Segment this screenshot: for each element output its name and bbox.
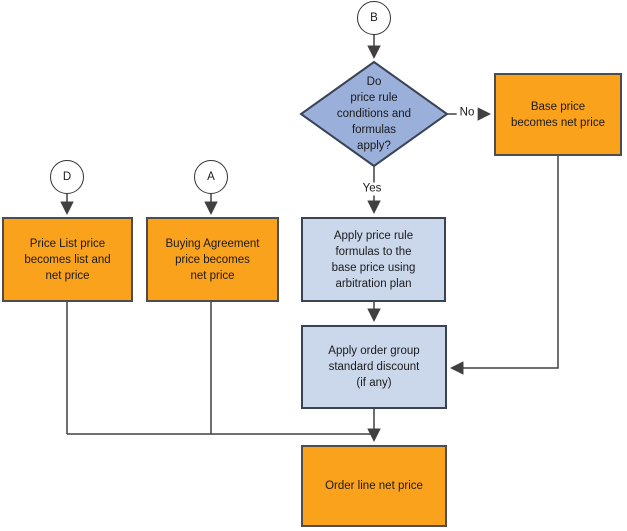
- connector-circle-a-label: A: [207, 171, 215, 183]
- node-apply-discount: Apply order group standard discount (if …: [301, 325, 447, 409]
- node-apply-formulas-line: arbitration plan: [335, 277, 412, 290]
- decision-line: apply?: [357, 140, 391, 152]
- node-buying-agreement-line: net price: [190, 269, 235, 282]
- decision-line: conditions and: [336, 108, 412, 120]
- node-apply-formulas-line: base price using: [331, 261, 416, 274]
- node-apply-discount-line: Apply order group: [328, 345, 420, 357]
- node-apply-formulas-line: Apply price rule: [333, 229, 414, 242]
- node-decision-label: Do price rule conditions and formulas ap…: [304, 74, 444, 154]
- node-base-price-line: becomes net price: [511, 116, 605, 129]
- node-price-list: Price List price becomes list and net pr…: [2, 217, 133, 302]
- connector-circle-d: D: [50, 160, 84, 194]
- node-apply-discount-line: standard discount: [328, 361, 420, 373]
- connector-circle-b: B: [357, 1, 391, 35]
- node-base-price-line: Base price: [530, 100, 586, 113]
- node-apply-discount-line: (if any): [356, 377, 392, 389]
- node-buying-agreement-line: price becomes: [175, 253, 250, 266]
- node-apply-formulas-line: formulas to the: [335, 245, 412, 258]
- node-buying-agreement: Buying Agreement price becomes net price: [146, 217, 279, 302]
- node-price-list-line: Price List price: [29, 237, 106, 250]
- node-price-list-line: net price: [45, 269, 90, 282]
- node-order-line-net-price: Order line net price: [301, 445, 447, 527]
- decision-line: formulas: [351, 124, 397, 136]
- edge-label-no: No: [456, 106, 478, 120]
- connector-circle-d-label: D: [62, 171, 72, 183]
- edge-base-price-to-discount: [449, 156, 559, 375]
- decision-line: price rule: [350, 92, 398, 104]
- connector-circle-a: A: [194, 160, 228, 194]
- node-price-list-line: becomes list and: [24, 253, 111, 266]
- edge-label-yes: Yes: [359, 182, 385, 196]
- node-base-price: Base price becomes net price: [494, 73, 622, 156]
- node-order-line-net-price-line: Order line net price: [325, 480, 423, 492]
- node-apply-formulas: Apply price rule formulas to the base pr…: [301, 217, 446, 302]
- decision-line: Do: [366, 76, 382, 88]
- node-buying-agreement-line: Buying Agreement: [165, 237, 260, 250]
- connector-circle-b-label: B: [370, 12, 378, 24]
